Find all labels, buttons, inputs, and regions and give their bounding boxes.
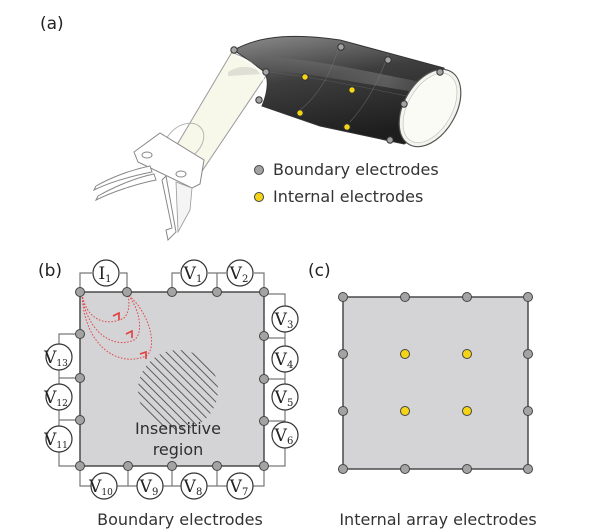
skin-boundary-electrodes: [230, 43, 444, 144]
voltmeter-v4-circle: [271, 345, 299, 373]
boundary-electrode-c: [523, 349, 533, 359]
gripper-plate: [133, 132, 205, 189]
voltmeter-v3: V3: [271, 305, 299, 333]
boundary-electrode-c: [338, 406, 348, 416]
gripper-illustration: [92, 35, 462, 242]
voltmeter-v1-circle: [180, 259, 208, 287]
current-paths: [81, 293, 153, 360]
voltmeter-v11-circle: [45, 425, 73, 453]
internal-electrode-c: [400, 349, 410, 359]
boundary-electrode-c: [523, 406, 533, 416]
boundary-electrode-c: [523, 292, 533, 302]
voltmeter-v2: V2: [226, 259, 254, 287]
voltmeter-v13: V13: [43, 343, 73, 371]
boundary-electrodes-b: [75, 287, 269, 471]
voltmeter-v9: V9: [136, 472, 164, 500]
current-source-i1: I1: [92, 259, 120, 287]
voltmeter-v10-circle: [90, 472, 118, 500]
boundary-electrode-c: [462, 292, 472, 302]
voltmeter-v13-circle: [45, 343, 73, 371]
voltmeter-v8: V8: [180, 472, 208, 500]
boundary-electrode-c: [400, 464, 410, 474]
voltmeter-v6-circle: [271, 421, 299, 449]
insensitive-region-hatch: [138, 350, 218, 430]
voltmeter-v9-circle: [136, 472, 164, 500]
gripper-finger-upper: [92, 165, 153, 192]
boundary-electrode-c: [523, 464, 533, 474]
panel-b-diagram: [58, 272, 286, 487]
boundary-electrode-c: [338, 464, 348, 474]
voltmeter-v6: V6: [271, 421, 299, 449]
voltmeter-v7-circle: [226, 472, 254, 500]
boundary-electrode-c: [338, 292, 348, 302]
voltmeter-v2-circle: [226, 259, 254, 287]
wiring: [58, 272, 286, 487]
voltmeter-v1: V1: [180, 259, 208, 287]
boundary-electrode-c: [338, 349, 348, 359]
current-source-i1-circle: [92, 259, 120, 287]
legend-internal-marker: [254, 192, 264, 202]
legend-internal-label: Internal electrodes: [273, 187, 424, 206]
legend-boundary-label: Boundary electrodes: [273, 160, 439, 179]
insensitive-region-line1: Insensitive: [135, 419, 221, 438]
panel-a-label: (a): [40, 14, 64, 34]
voltmeter-v5-circle: [271, 383, 299, 411]
panel-b-label: (b): [38, 261, 63, 281]
voltmeter-v11: V11: [43, 425, 73, 453]
insensitive-region-label: Insensitive region: [122, 418, 234, 460]
panel-b-caption: Boundary electrodes: [97, 510, 263, 529]
voltmeter-v10: V10: [88, 472, 118, 500]
voltmeter-v4: V4: [271, 345, 299, 373]
voltmeter-v8-circle: [180, 472, 208, 500]
internal-electrode-c: [400, 406, 410, 416]
voltmeter-v12-circle: [45, 383, 73, 411]
panel-c-diagram: [338, 292, 533, 474]
panel-c-label: (c): [308, 261, 331, 281]
legend-boundary-marker: [254, 165, 264, 175]
skin-internal-electrodes: [296, 73, 356, 131]
voltmeter-v7: V7: [226, 472, 254, 500]
current-arrows: [112, 311, 147, 359]
gripper-finger-front: [161, 174, 177, 242]
internal-electrode-c: [462, 406, 472, 416]
voltmeter-v5: V5: [271, 383, 299, 411]
insensitive-region-line2: region: [152, 440, 204, 459]
gripper-finger-lower: [94, 173, 157, 202]
sensing-sheet-c: [342, 296, 529, 470]
boundary-electrode-c: [462, 464, 472, 474]
panel-c-caption: Internal array electrodes: [339, 510, 537, 529]
voltmeter-v12: V12: [43, 383, 73, 411]
boundary-electrode-c: [400, 292, 410, 302]
voltmeter-v3-circle: [271, 305, 299, 333]
internal-electrode-c: [462, 349, 472, 359]
